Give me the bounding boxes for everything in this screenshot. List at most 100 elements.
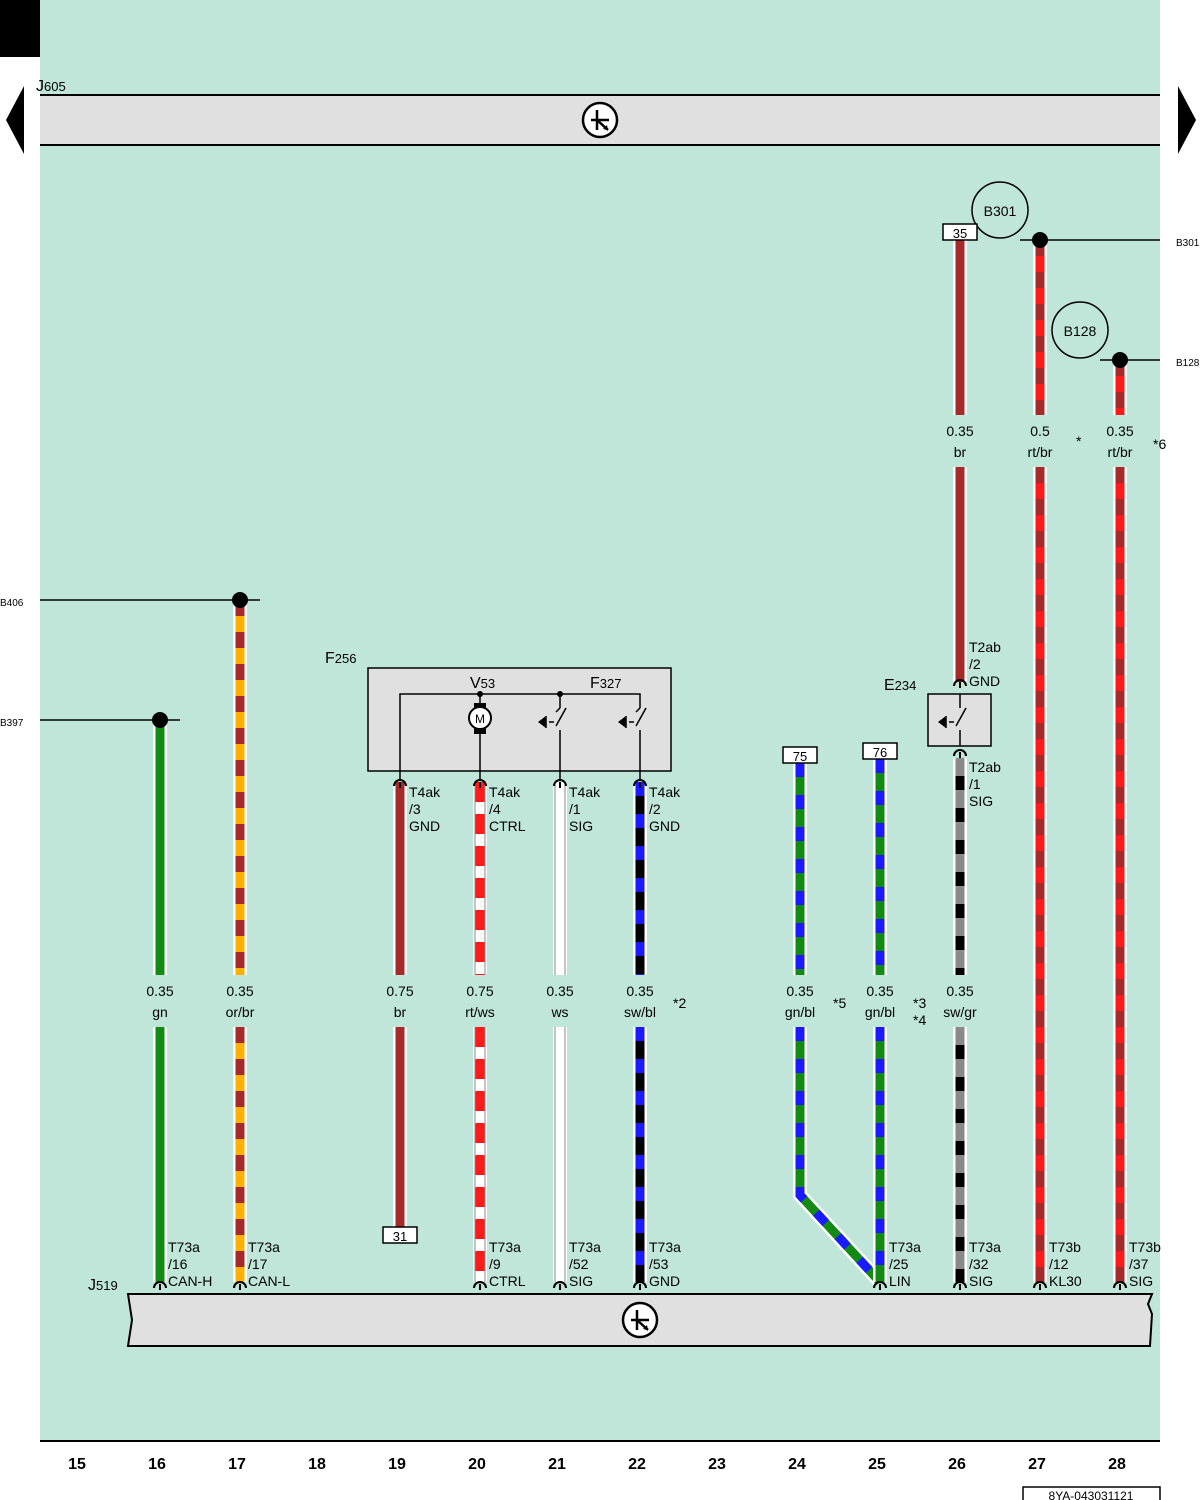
w20-sig: CTRL bbox=[489, 818, 526, 834]
b128-circle bbox=[1051, 301, 1109, 359]
previous-page-arrow-icon[interactable] bbox=[6, 86, 24, 154]
w27-color: rt/br bbox=[1028, 444, 1053, 460]
w27-bottom-sig: KL30 bbox=[1049, 1273, 1082, 1289]
w20-bottom-sig: CTRL bbox=[489, 1273, 526, 1289]
w19-color: br bbox=[394, 1004, 407, 1020]
w28-size: 0.35 bbox=[1106, 423, 1133, 439]
column-number-19: 19 bbox=[388, 1456, 406, 1473]
b406-edge-ref: B406 bbox=[0, 598, 24, 609]
w26-upper-pin: /2 bbox=[969, 656, 981, 672]
b301-circle-label: B301 bbox=[984, 203, 1017, 219]
wire-20-top bbox=[473, 782, 487, 975]
w17-conn: T73a bbox=[248, 1239, 280, 1255]
w16-size: 0.35 bbox=[146, 983, 173, 999]
b301-circle bbox=[971, 181, 1029, 239]
w22-bottom-sig: GND bbox=[649, 1273, 680, 1289]
w22-bottom-conn: T73a bbox=[649, 1239, 681, 1255]
w22-note: *2 bbox=[673, 995, 686, 1011]
w16-sig: CAN-H bbox=[168, 1273, 212, 1289]
wire-24-bottom bbox=[793, 1027, 886, 1287]
w17-size: 0.35 bbox=[226, 983, 253, 999]
w27-bottom-pin: /12 bbox=[1049, 1256, 1069, 1272]
terminal-35: 35 bbox=[953, 226, 967, 241]
f327-label: F327 bbox=[590, 675, 621, 692]
doc-id: 8YA-043031121 bbox=[1049, 1489, 1134, 1500]
junction-dot-16 bbox=[152, 712, 168, 728]
wire-21-bottom bbox=[553, 1027, 567, 1282]
w20-size: 0.75 bbox=[466, 983, 493, 999]
f256-switch-1-icon bbox=[538, 707, 567, 780]
w21-sig: SIG bbox=[569, 818, 593, 834]
column-number-28: 28 bbox=[1108, 1456, 1126, 1473]
column-number-18: 18 bbox=[308, 1456, 326, 1473]
column-number-25: 25 bbox=[868, 1456, 886, 1473]
v53-label: V53 bbox=[470, 675, 495, 692]
w26-size: 0.35 bbox=[946, 983, 973, 999]
w17-sig: CAN-L bbox=[248, 1273, 290, 1289]
w28-color: rt/br bbox=[1108, 444, 1133, 460]
w21-conn: T4ak bbox=[569, 784, 601, 800]
wire-21-top bbox=[553, 782, 567, 975]
f256-box bbox=[367, 667, 672, 772]
next-page-arrow-icon[interactable] bbox=[1178, 86, 1196, 154]
w25-color: gn/bl bbox=[865, 1004, 895, 1020]
b397-edge-ref: B397 bbox=[0, 718, 24, 729]
w27-note: * bbox=[1076, 433, 1082, 449]
w19-pin: /3 bbox=[409, 801, 421, 817]
w20-bottom-pin: /9 bbox=[489, 1256, 501, 1272]
j605-label: J605 bbox=[36, 78, 66, 95]
e234-switch-icon bbox=[938, 694, 967, 746]
w19-sig: GND bbox=[409, 818, 440, 834]
w22-conn: T4ak bbox=[649, 784, 681, 800]
w22-size: 0.35 bbox=[626, 983, 653, 999]
w26-sig: SIG bbox=[969, 793, 993, 809]
column-number-27: 27 bbox=[1028, 1456, 1046, 1473]
w21-bottom-pin: /52 bbox=[569, 1256, 589, 1272]
b128-circle-label: B128 bbox=[1064, 323, 1097, 339]
w21-bottom-sig: SIG bbox=[569, 1273, 593, 1289]
w27-bottom-conn: T73b bbox=[1049, 1239, 1081, 1255]
w24-color: gn/bl bbox=[785, 1004, 815, 1020]
column-number-16: 16 bbox=[148, 1456, 166, 1473]
wires bbox=[153, 240, 1127, 1287]
terminal-31: 31 bbox=[393, 1229, 407, 1244]
w26-bottom-conn: T73a bbox=[969, 1239, 1001, 1255]
b301-edge-ref: B301 bbox=[1176, 238, 1200, 249]
w17-color: or/br bbox=[226, 1004, 255, 1020]
terminal-box-31 bbox=[382, 1226, 418, 1244]
j519-bus-symbol-icon bbox=[621, 1301, 659, 1339]
w26-conn: T2ab bbox=[969, 759, 1001, 775]
w28-bottom-conn: T73b bbox=[1129, 1239, 1161, 1255]
j519-label: J519 bbox=[88, 1277, 118, 1294]
column-number-15: 15 bbox=[68, 1456, 86, 1473]
w21-pin: /1 bbox=[569, 801, 581, 817]
f256-node-2 bbox=[557, 691, 563, 697]
w22-sig: GND bbox=[649, 818, 680, 834]
w20-conn: T4ak bbox=[489, 784, 521, 800]
w26-upper-conn: T2ab bbox=[969, 639, 1001, 655]
w21-bottom-conn: T73a bbox=[569, 1239, 601, 1255]
junction-dot-17 bbox=[232, 592, 248, 608]
w25-size: 0.35 bbox=[866, 983, 893, 999]
f256-label: F256 bbox=[325, 650, 356, 667]
w25-bottom-sig: LIN bbox=[889, 1273, 911, 1289]
column-number-20: 20 bbox=[468, 1456, 486, 1473]
w24-note: *5 bbox=[833, 995, 846, 1011]
j605-bus-symbol-icon bbox=[581, 101, 619, 139]
f256-switch-2-icon bbox=[618, 707, 647, 780]
terminal-box-35 bbox=[942, 223, 978, 241]
motor-symbol: M bbox=[475, 712, 485, 726]
column-number-21: 21 bbox=[548, 1456, 566, 1473]
w21-size: 0.35 bbox=[546, 983, 573, 999]
w26-upper-size: 0.35 bbox=[946, 423, 973, 439]
w28-bottom-pin: /37 bbox=[1129, 1256, 1149, 1272]
w26-pin: /1 bbox=[969, 776, 981, 792]
doc-id-box bbox=[1022, 1486, 1161, 1500]
w25-bottom-conn: T73a bbox=[889, 1239, 921, 1255]
w22-color: sw/bl bbox=[624, 1004, 656, 1020]
w19-size: 0.75 bbox=[386, 983, 413, 999]
column-number-17: 17 bbox=[228, 1456, 246, 1473]
e234-label: E234 bbox=[884, 677, 916, 694]
